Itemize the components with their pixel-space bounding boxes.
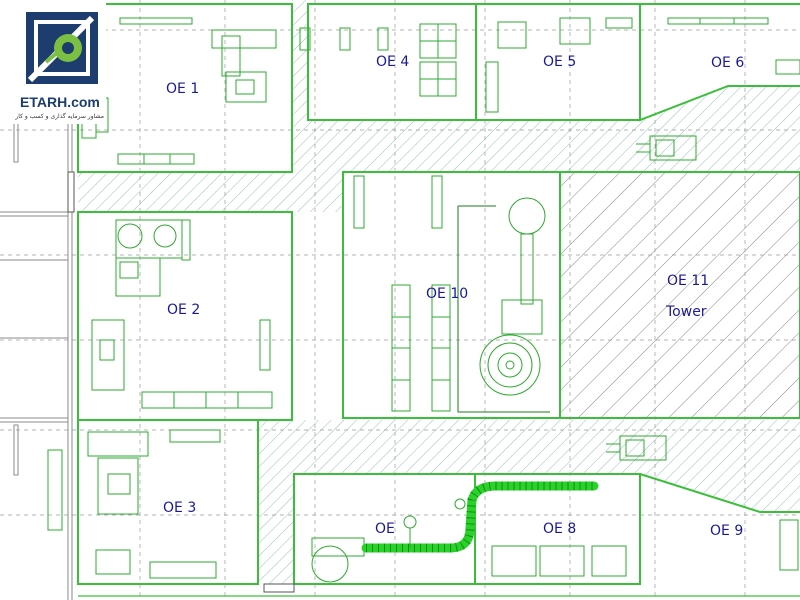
forklift-lower	[606, 435, 667, 461]
logo-brand: ETARH.com	[20, 94, 100, 110]
etarh-logo: ETARH.com مشاور سرمایه گذاری و کسب و کار	[0, 0, 106, 124]
corridors	[78, 0, 800, 584]
room-walls	[77, 3, 800, 597]
equipment-oe3	[47, 429, 221, 579]
room-oe9	[639, 473, 800, 513]
equipment-oe2	[91, 219, 273, 409]
label-tower: Tower	[665, 304, 707, 320]
equipment-oe4-oe6	[299, 17, 800, 113]
label-oe10: OE 10	[426, 286, 468, 302]
label-oe1: OE 1	[166, 81, 199, 97]
equipment-oe7-oe9	[311, 481, 799, 583]
label-oe11: OE 11	[667, 273, 709, 289]
logo-tagline: مشاور سرمایه گذاری و کسب و کار	[14, 112, 104, 120]
label-oe9: OE 9	[710, 523, 743, 539]
label-oe2: OE 2	[167, 302, 200, 318]
tower-zone	[560, 172, 800, 418]
equipment-oe10	[353, 175, 550, 413]
label-oe8: OE 8	[543, 521, 576, 537]
label-oe4: OE 4	[376, 54, 409, 70]
label-oe7: OE	[375, 521, 395, 537]
room-oe10	[342, 171, 800, 419]
label-oe6: OE 6	[711, 55, 744, 71]
room-oe6	[639, 4, 800, 122]
forklift-upper	[636, 135, 697, 161]
room-labels: OE 1 OE 2 OE 3 OE 4 OE 5 OE 6 OE OE 8 OE…	[163, 54, 744, 539]
room-oe3	[77, 419, 259, 585]
label-oe3: OE 3	[163, 500, 196, 516]
label-oe5: OE 5	[543, 54, 576, 70]
